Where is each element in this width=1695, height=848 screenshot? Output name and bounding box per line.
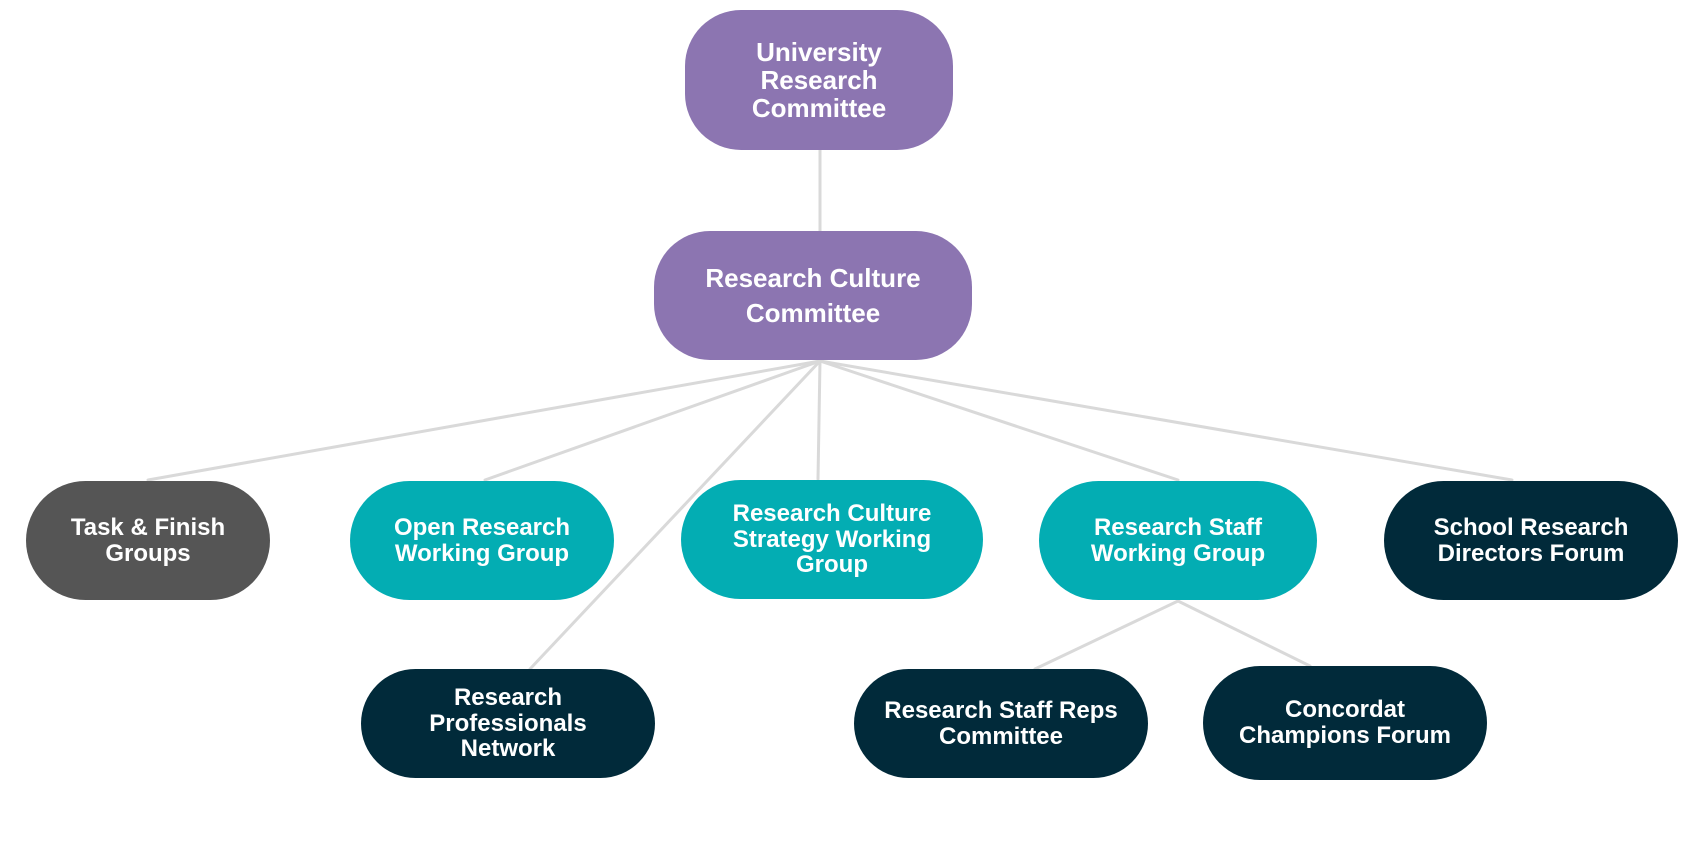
node-label-line: Research Culture [732,499,932,527]
node-label-line: Research [453,683,563,711]
node-research-professionals-network: Research Professionals Network [361,669,655,778]
connector-rswg-rsrc [1033,599,1180,671]
connector-rcc-orwg [483,359,822,482]
node-label: Concordat Champions Forum [1239,697,1451,749]
node-label-line: School Research [1433,513,1629,541]
node-label-line: University [756,36,882,67]
node-label: Task & Finish Groups [70,513,226,567]
node-label-line: Research Staff Reps [884,696,1118,724]
node-research-culture-strategy-working-group: Research Culture Strategy Working Group [681,480,983,599]
node-research-staff-reps-committee: Research Staff Reps Committee [854,669,1148,778]
node-label-line: Champions Forum [1238,722,1451,749]
node-label: Research Staff Reps Committee [884,696,1118,750]
connector-rcc-rcswg [816,359,822,481]
node-label-line: Working Group [394,539,570,567]
node-label-line: Committee [751,93,887,124]
connector-rcc-rswg [818,359,1180,482]
node-label-line: Concordat [1284,696,1405,724]
node-task-finish-groups: Task & Finish Groups [26,481,270,600]
node-label-line: Committee [745,297,881,328]
connector-rcc-rpn [528,359,822,671]
node-concordat-champions-forum: Concordat Champions Forum [1203,666,1487,780]
node-label-line: Network [460,735,556,763]
node-research-culture-committee: Research Culture Committee [654,231,972,360]
node-label-line: Research [760,64,878,95]
node-school-research-directors-forum: School Research Directors Forum [1384,481,1678,600]
node-label: Research Culture Committee [705,264,920,326]
node-label-line: Strategy Working [732,525,932,553]
node-label-line: Research Culture [705,263,921,294]
node-university-research-committee: University Research Committee [685,10,953,150]
node-label-line: Committee [938,722,1064,750]
connector-rcc-srdf [818,359,1514,482]
node-label: School Research Directors Forum [1433,513,1629,567]
node-label-line: Group [796,551,868,579]
node-research-staff-working-group: Research Staff Working Group [1039,481,1317,600]
node-label-line: Open Research [393,513,571,541]
node-label: University Research Committee [752,38,886,122]
node-label: Open Research Working Group [393,513,571,567]
node-label-line: Professionals [429,709,587,737]
node-label: Research Professionals Network [429,683,587,763]
node-label-line: Research Staff [1093,513,1263,541]
node-label-line: Directors Forum [1437,539,1625,567]
node-open-research-working-group: Open Research Working Group [350,481,614,600]
node-label-line: Groups [105,539,191,567]
node-label-line: Task & Finish [70,513,226,541]
node-label-line: Working Group [1090,539,1266,567]
connector-rswg-ccf [1176,599,1312,668]
node-label: Research Staff Working Group [1090,513,1266,567]
connector-rcc-tfg [146,359,822,482]
node-label: Research Culture Strategy Working Group [732,499,932,579]
